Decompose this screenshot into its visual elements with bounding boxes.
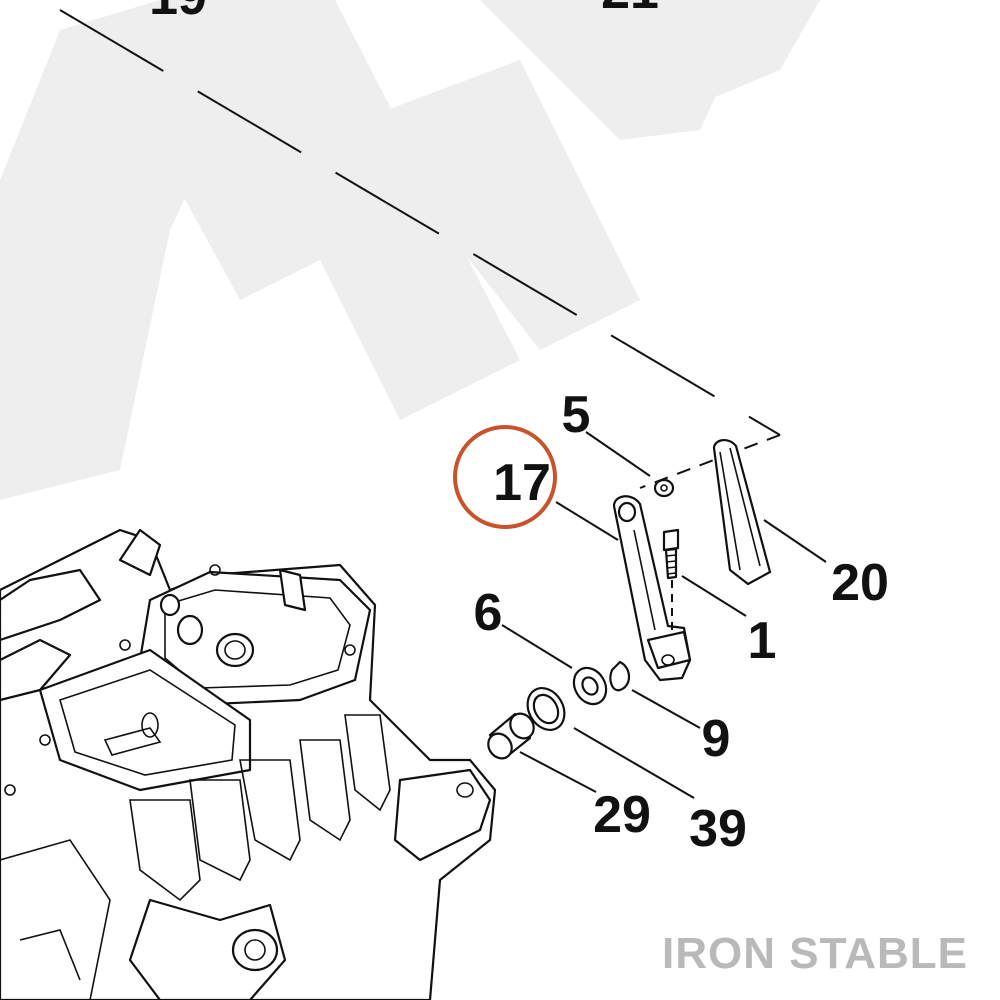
brand-logo-text: IRON STABLE <box>662 929 968 978</box>
callout-5: 5 <box>562 386 591 444</box>
callout-20: 20 <box>831 554 889 612</box>
callout-21: 21 <box>601 0 659 20</box>
crankcase-housing <box>0 528 497 1000</box>
callout-6: 6 <box>474 584 503 642</box>
screw-part-1 <box>662 528 680 632</box>
shifter-lever-part-17 <box>612 495 692 682</box>
callout-29: 29 <box>593 786 651 844</box>
callout-39: 39 <box>689 800 747 858</box>
washer-part-6 <box>572 666 608 706</box>
callout-9: 9 <box>702 710 731 768</box>
seal-part-39 <box>526 687 566 731</box>
callout-1: 1 <box>748 612 777 670</box>
callout-19: 19 <box>149 0 207 26</box>
highlight-circle <box>453 425 557 529</box>
cover-part-20 <box>712 439 772 586</box>
alignment-dashed-line <box>59 9 781 436</box>
retaining-ring-part-9 <box>609 660 631 692</box>
leader-lines <box>501 431 827 799</box>
callout-17: 17 <box>493 454 551 512</box>
bushing-part-29 <box>487 712 535 760</box>
washer-part-5 <box>653 478 675 498</box>
watermark-logo <box>0 0 820 500</box>
